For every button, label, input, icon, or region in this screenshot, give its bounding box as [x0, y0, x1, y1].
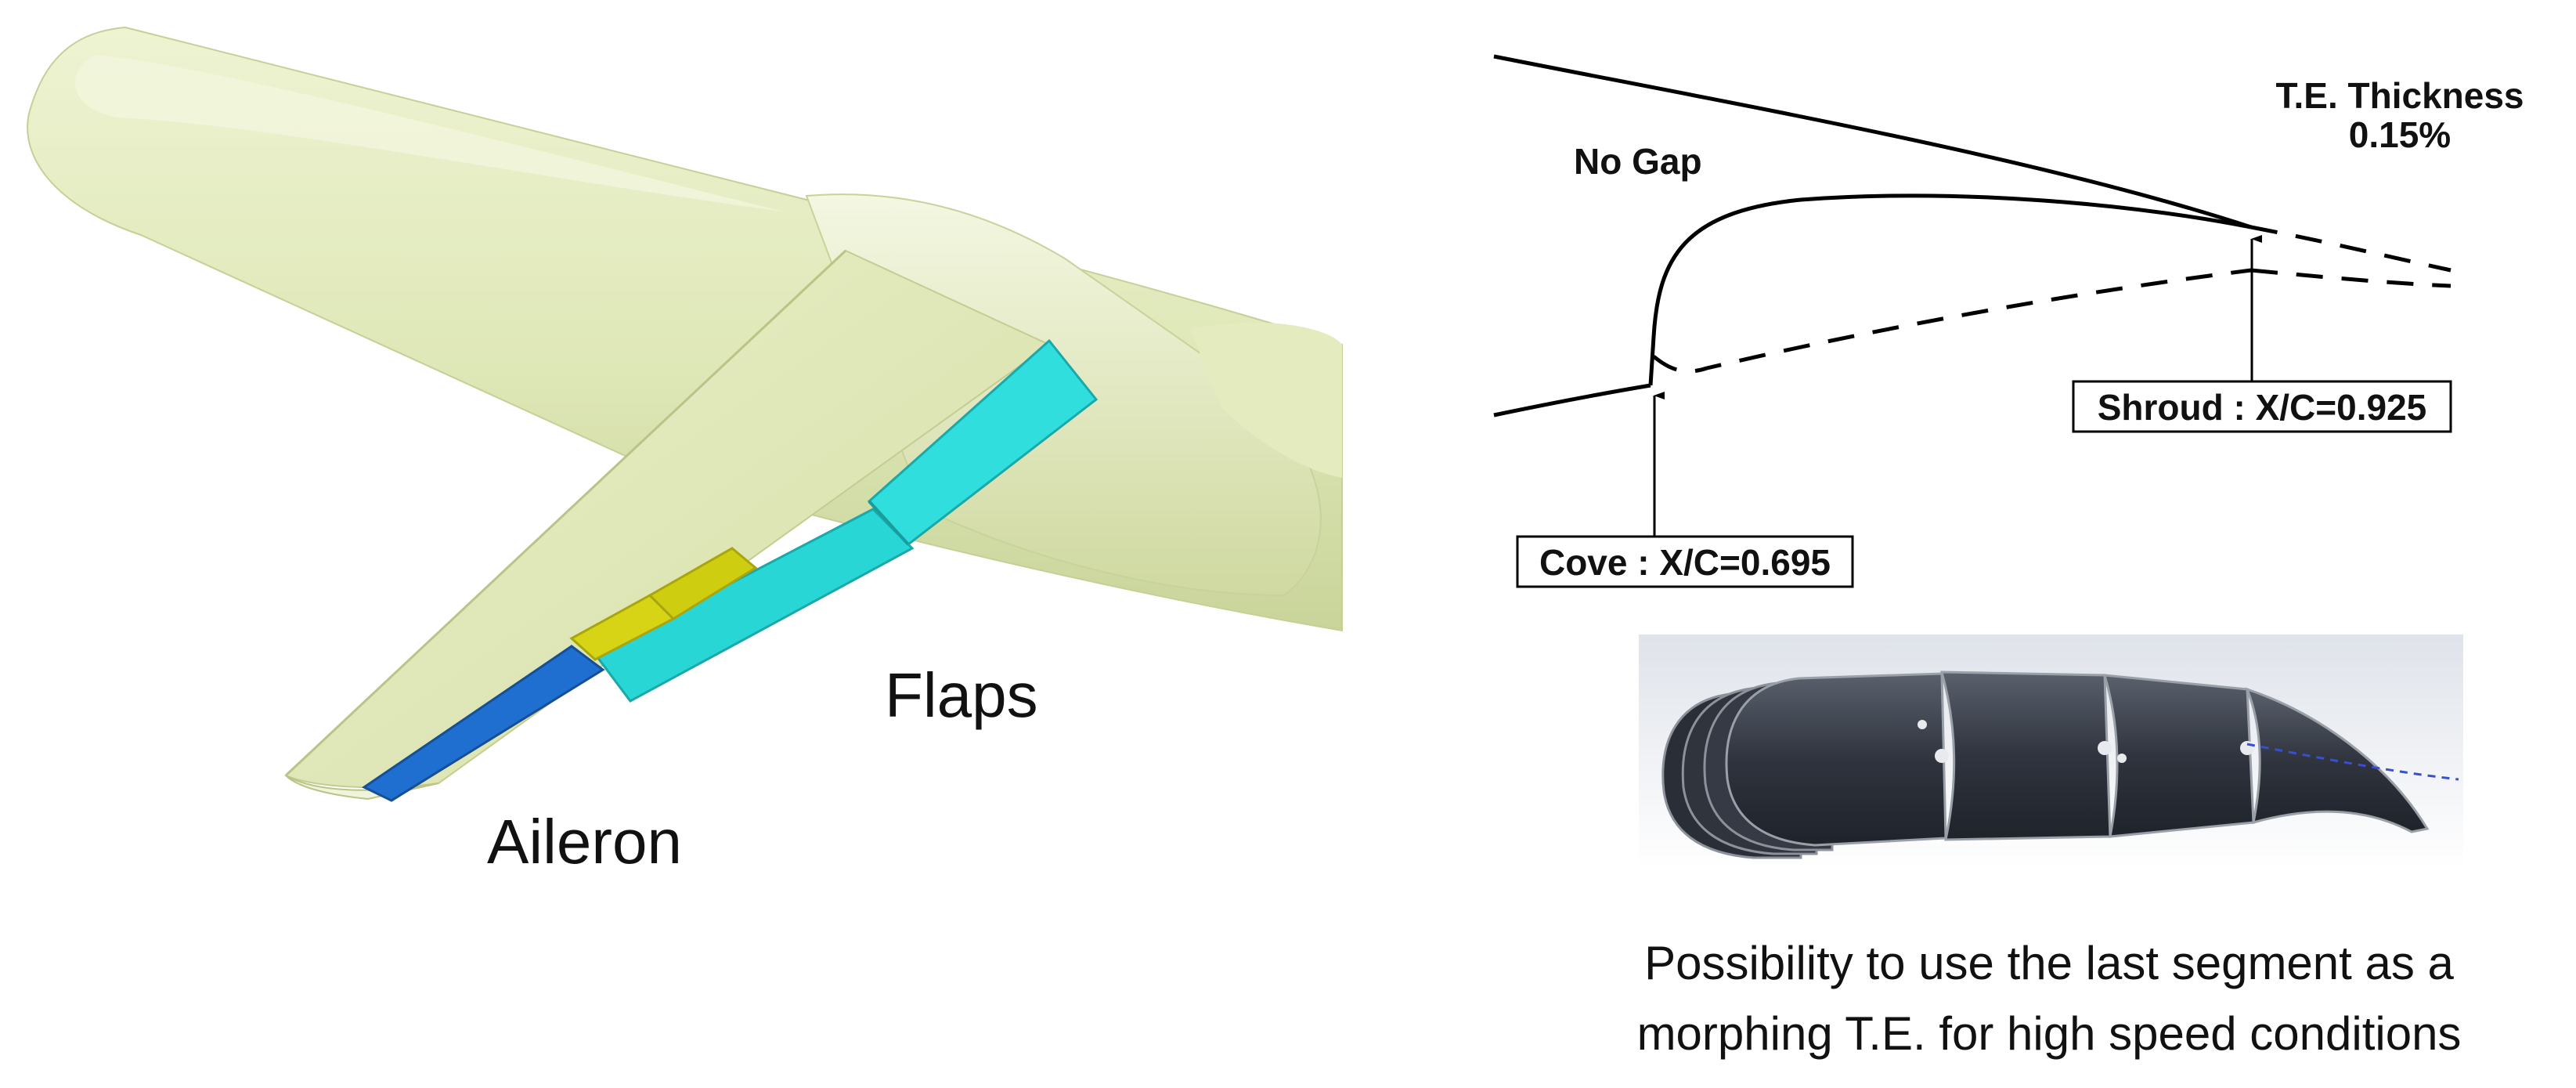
pin-hole-1 — [1935, 749, 1949, 763]
aileron-surface — [362, 645, 605, 802]
flap-nose-contour — [1648, 193, 2252, 386]
pin-hole-2 — [1918, 720, 1927, 729]
rear-fuselage-bulge — [1190, 322, 1342, 478]
te-thickness-value: 0.15% — [2349, 114, 2451, 155]
wing-tip — [285, 775, 439, 801]
front-segment-layer-1 — [1725, 672, 1947, 847]
flap-split-line — [868, 500, 910, 546]
shroud-label-box — [2072, 380, 2452, 433]
te-thickness-label: T.E. Thickness — [2275, 75, 2524, 116]
no-gap-label: No Gap — [1574, 141, 1702, 182]
cove-label-box — [1516, 535, 1854, 588]
airfoil-upper-surface — [1493, 54, 2252, 230]
airfoil-section-diagram: No Gap T.E. Thickness 0.15% Shroud : X/C… — [1493, 54, 2524, 588]
morphing-segments-render: Possibility to use the last segment as a… — [1637, 634, 2463, 1060]
aileron-label: Aileron — [487, 807, 682, 877]
caption-line-2: morphing T.E. for high speed conditions — [1637, 1007, 2462, 1060]
segment-3 — [2102, 674, 2255, 838]
flaps-label: Flaps — [885, 660, 1038, 730]
pin-hole-3 — [2098, 741, 2112, 755]
caption-line-1: Possibility to use the last segment as a — [1644, 937, 2454, 989]
airfoil-lower-surface — [1493, 383, 1651, 417]
cove-label: Cove : X/C=0.695 — [1539, 542, 1831, 583]
rotation-axis-line — [2246, 743, 2459, 781]
segment-2 — [1940, 671, 2112, 841]
wing-leading-edge — [284, 249, 847, 777]
flap-lower-dashed — [1652, 268, 2252, 374]
pin-hole-5 — [2240, 741, 2254, 755]
yellow-flap-segment-2 — [648, 547, 758, 620]
te-extension-upper-dashed — [2250, 225, 2452, 273]
pin-hole-4 — [2117, 754, 2127, 763]
te-extension-lower-dashed — [2250, 268, 2452, 288]
aircraft-render: Flaps Aileron — [27, 26, 1343, 877]
outboard-flap — [593, 508, 915, 703]
fuselage-highlight — [75, 55, 783, 211]
shroud-label: Shroud : X/C=0.925 — [2098, 387, 2427, 428]
